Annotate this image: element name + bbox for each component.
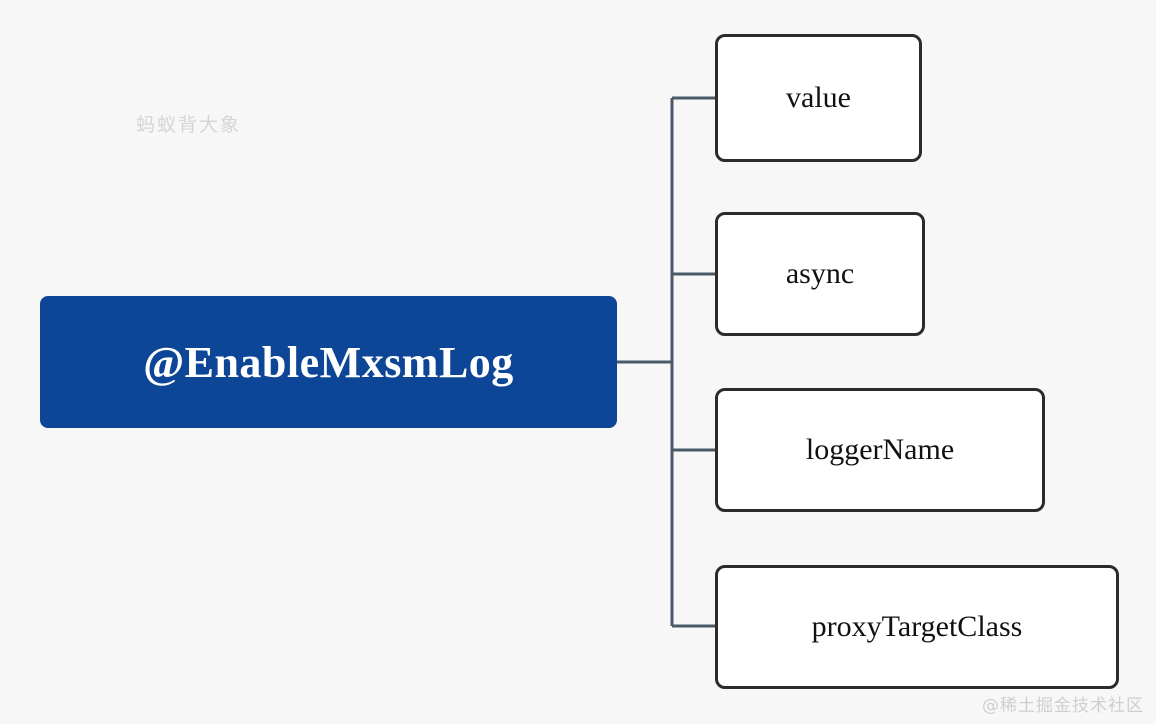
corner-watermark: @稀土掘金技术社区: [982, 696, 1144, 716]
root-node-label: @EnableMxsmLog: [143, 337, 514, 387]
branch-node-loggername[interactable]: loggerName: [715, 388, 1045, 512]
branch-node-label: async: [785, 257, 855, 290]
branch-node-value[interactable]: value: [715, 34, 922, 162]
branch-node-async[interactable]: async: [715, 212, 925, 336]
branch-node-label: value: [786, 81, 851, 114]
brand-watermark: 蚂蚁背大象: [136, 114, 242, 136]
branch-node-label: loggerName: [805, 433, 955, 466]
branch-node-label: proxyTargetClass: [811, 610, 1023, 643]
root-node[interactable]: @EnableMxsmLog: [40, 296, 617, 428]
branch-node-proxytargetclass[interactable]: proxyTargetClass: [715, 565, 1119, 689]
